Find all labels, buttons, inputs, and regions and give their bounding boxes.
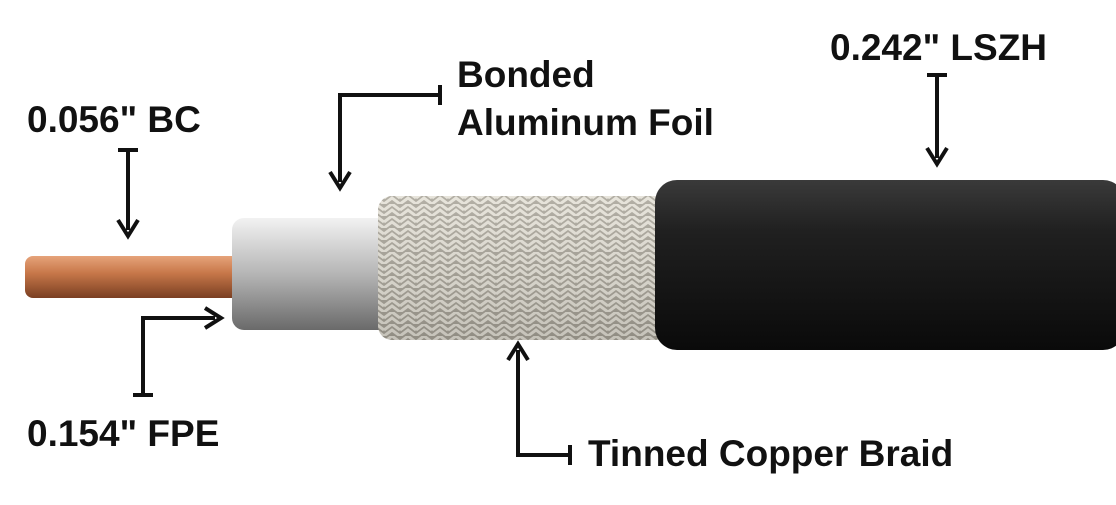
foil-dielectric xyxy=(232,218,392,330)
annotation-arrows xyxy=(116,73,949,465)
foil-label-line2: Aluminum Foil xyxy=(457,102,714,143)
braid-label: Tinned Copper Braid xyxy=(588,433,954,474)
jacket-label: 0.242" LSZH xyxy=(830,27,1048,68)
dielectric-label: 0.154" FPE xyxy=(27,413,220,454)
center-conductor xyxy=(25,256,250,298)
conductor-label: 0.056" BC xyxy=(27,99,201,140)
foil-label-line1: Bonded xyxy=(457,54,595,95)
lszh-jacket xyxy=(655,180,1116,350)
